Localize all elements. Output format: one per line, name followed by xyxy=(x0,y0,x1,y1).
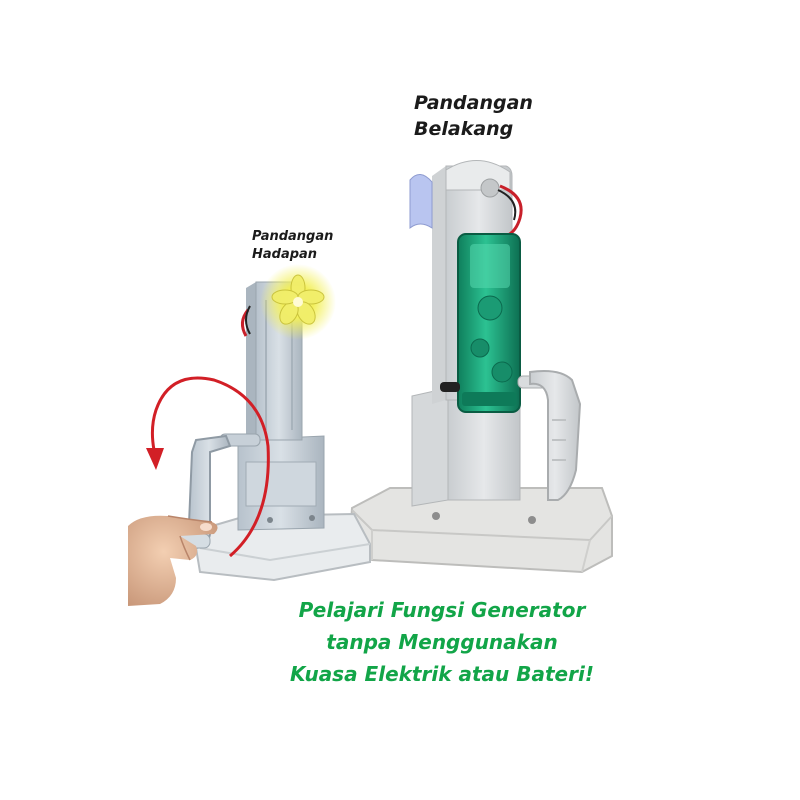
front-view-label-line2: Hadapan xyxy=(252,247,318,262)
front-view-label: Pandangan Hadapan xyxy=(252,228,333,264)
front-view-label-line1: Pandangan xyxy=(252,229,334,244)
back-view-label-line1: Pandangan xyxy=(414,92,533,114)
hand xyxy=(128,515,218,606)
headline: Pelajari Fungsi Generator tanpa Mengguna… xyxy=(262,594,622,690)
back-view-generator xyxy=(348,160,613,574)
headline-line3: Kuasa Elektrik atau Bateri! xyxy=(290,662,594,686)
back-view-label-line2: Belakang xyxy=(414,118,514,140)
front-view-generator xyxy=(175,264,371,582)
headline-line1: Pelajari Fungsi Generator xyxy=(298,598,586,622)
curved-arrow-icon xyxy=(146,376,270,558)
headline-line2: tanpa Menggunakan xyxy=(326,630,558,654)
back-view-label: Pandangan Belakang xyxy=(414,90,533,142)
